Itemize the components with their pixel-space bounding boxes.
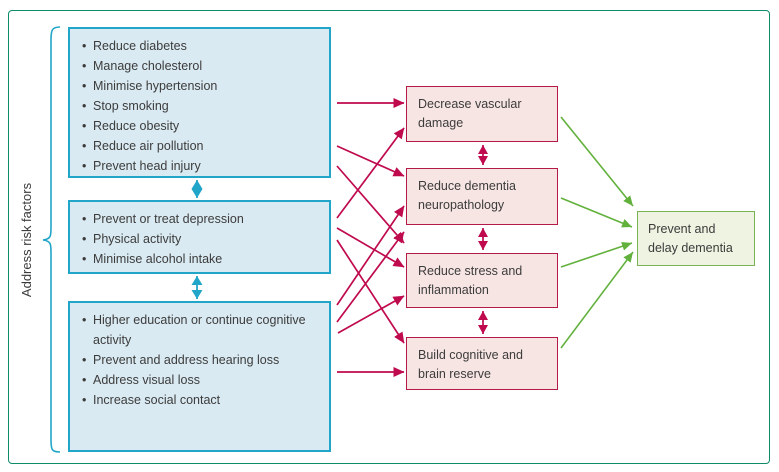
risk-box-mood-lifestyle: •Prevent or treat depression •Physical ac… [68, 200, 331, 274]
risk-item: •Minimise alcohol intake [82, 252, 223, 266]
address-risk-factors-label: Address risk factors [19, 182, 34, 298]
risk-item: •Reduce obesity [82, 119, 180, 133]
mechanism-label: Decrease vascular damage [418, 97, 522, 130]
risk-item: •Prevent and address hearing loss [82, 353, 280, 367]
risk-item: •Higher education or continue cognitive … [82, 313, 306, 347]
risk-item: •Prevent head injury [82, 159, 201, 173]
mechanism-label: Reduce dementia neuropathology [418, 179, 516, 212]
risk-item: •Prevent or treat depression [82, 212, 244, 226]
mechanism-box-neuropathology: Reduce dementia neuropathology [406, 168, 558, 225]
figure-border [8, 10, 770, 464]
risk-item: •Address visual loss [82, 373, 200, 387]
risk-item: •Reduce air pollution [82, 139, 204, 153]
mechanism-box-stress-inflammation: Reduce stress and inflammation [406, 253, 558, 308]
risk-box-cognitive-sensory-social: •Higher education or continue cognitive … [68, 301, 331, 452]
risk-item: •Reduce diabetes [82, 39, 187, 53]
outcome-box-prevent-delay-dementia: Prevent and delay dementia [637, 211, 755, 266]
risk-item: •Manage cholesterol [82, 59, 203, 73]
outcome-label: Prevent and delay dementia [648, 222, 733, 255]
risk-item: •Minimise hypertension [82, 79, 218, 93]
risk-item: •Stop smoking [82, 99, 169, 113]
risk-item: •Physical activity [82, 232, 182, 246]
mechanism-label: Reduce stress and inflammation [418, 264, 523, 297]
mechanism-box-vascular-damage: Decrease vascular damage [406, 86, 558, 142]
mechanism-label: Build cognitive and brain reserve [418, 348, 523, 381]
risk-item: •Increase social contact [82, 393, 221, 407]
risk-box-cardiometabolic: •Reduce diabetes •Manage cholesterol •Mini… [68, 27, 331, 178]
mechanism-box-cognitive-reserve: Build cognitive and brain reserve [406, 337, 558, 390]
